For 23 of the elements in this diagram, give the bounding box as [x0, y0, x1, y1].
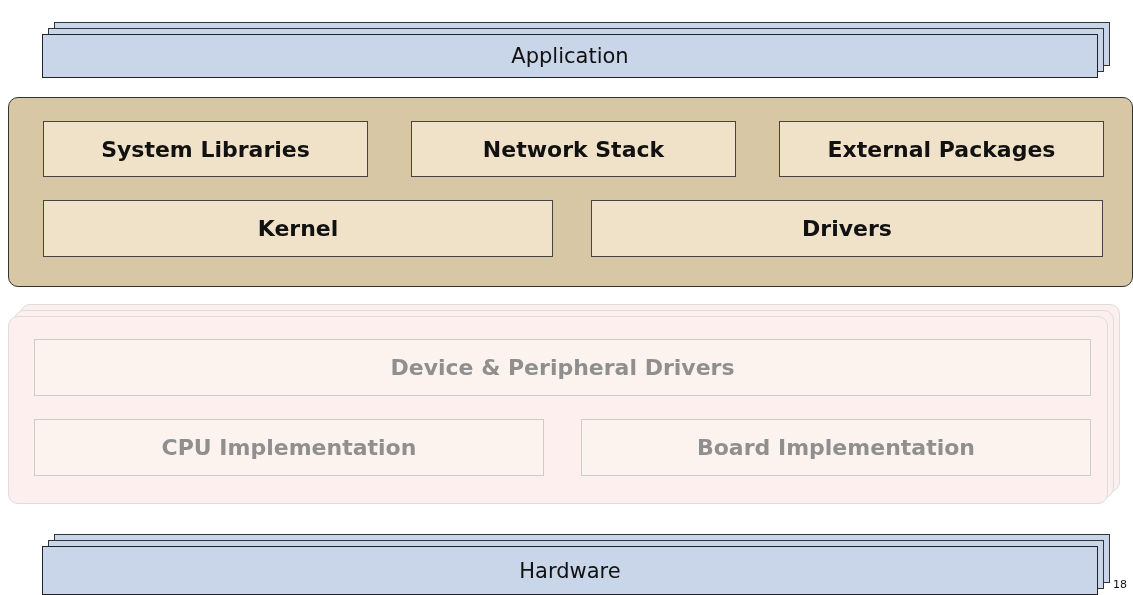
- layer-label: Network Stack: [482, 136, 665, 162]
- component-box: [34, 339, 1091, 396]
- component-box: [411, 121, 736, 177]
- layer-label: Application: [511, 44, 629, 68]
- component-box: [581, 419, 1091, 476]
- component-box: [591, 200, 1103, 257]
- component-box: [43, 121, 368, 177]
- layer-label: Board Implementation: [697, 435, 975, 460]
- component-box: [34, 419, 544, 476]
- layer-label: Drivers: [802, 216, 892, 241]
- layer-label: External Packages: [827, 136, 1056, 162]
- layer-label: System Libraries: [101, 136, 310, 162]
- component-box: [43, 200, 553, 257]
- layer-label: Kernel: [257, 216, 339, 241]
- layer-label: CPU Implementation: [161, 435, 417, 460]
- component-box: [779, 121, 1104, 177]
- layer-panel: [8, 97, 1133, 287]
- layer-panel: [8, 316, 1108, 504]
- page-number: 18: [1113, 578, 1127, 591]
- layer-label: Hardware: [519, 558, 621, 583]
- layer-label: Device & Peripheral Drivers: [390, 355, 735, 380]
- layer-box: [42, 546, 1098, 595]
- layer-box: [42, 34, 1098, 78]
